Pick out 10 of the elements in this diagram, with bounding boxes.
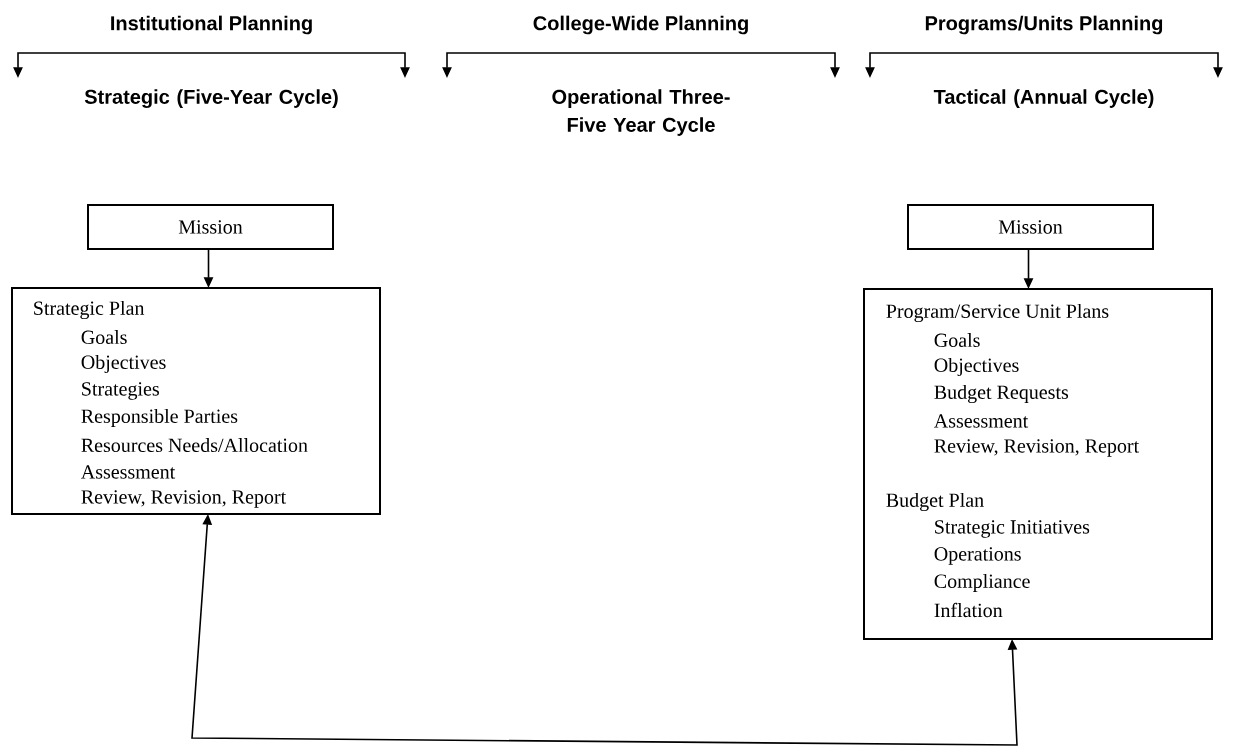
cycle-heading: Operational Three-Five Year Cycle [552,89,730,136]
plan-box: Program/Service Unit Plans Goals Objectives Budget Requests Assessment Review, Revision, Report Budget Plan Strategic Initiatives Operations Compliance Inflation [863,288,1213,640]
mission-box: Mission [87,204,334,250]
section-heading: Programs/Units Planning [925,15,1163,35]
plan-box: Strategic Plan Goals Objectives Strategies Responsible Parties Resources Needs/Allocation Assessment Review, Revision, Report [11,287,381,515]
section-heading: Institutional Planning [111,15,312,35]
section-heading: College-Wide Planning [533,15,748,35]
cycle-heading: Strategic (Five-Year Cycle) [84,89,338,108]
cycle-heading: Tactical (Annual Cycle) [933,89,1154,108]
mission-box: Mission [907,204,1154,250]
